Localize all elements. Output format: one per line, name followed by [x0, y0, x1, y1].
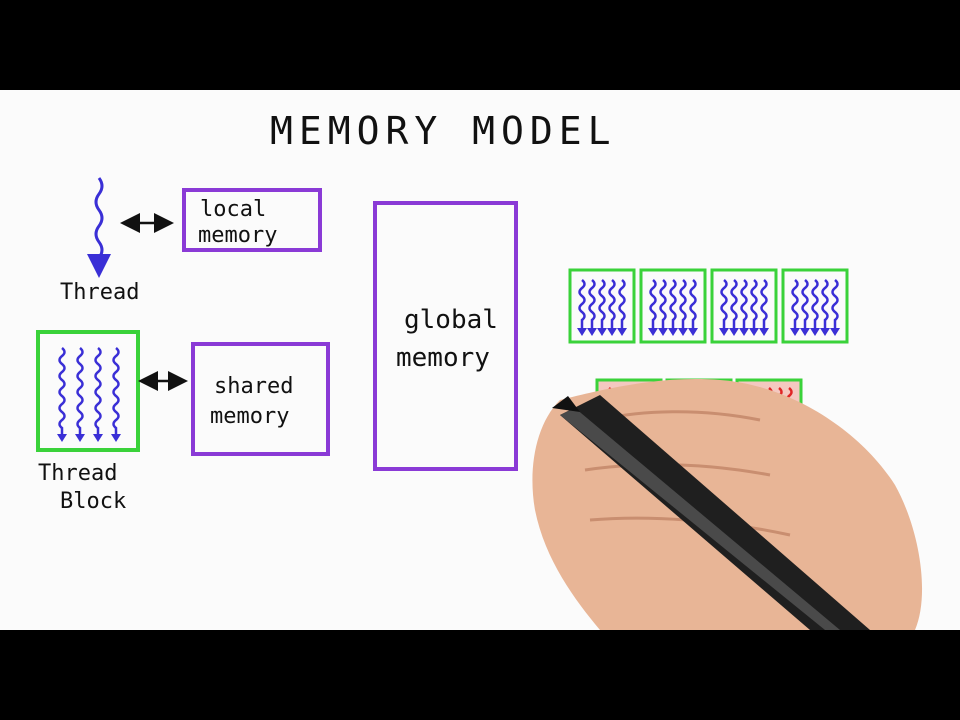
grid-thread-icon-head: [830, 328, 840, 336]
global-memory-line2: memory: [396, 343, 490, 373]
shared-memory-line2: memory: [210, 404, 289, 429]
grid-thread-icon: [821, 279, 829, 330]
grid-thread-icon-head: [658, 328, 668, 336]
block-thread-icon: [112, 347, 120, 436]
kernel-grid-blue: [568, 268, 849, 344]
diagram-canvas: MEMORY MODEL Thread local memory Thread …: [36, 109, 923, 630]
local-memory-box: [182, 188, 322, 252]
grid-thread-icon: [791, 279, 799, 330]
grid-thread-icon: [811, 279, 819, 330]
grid-thread-icon: [578, 279, 586, 330]
page-title: MEMORY MODEL: [270, 109, 617, 153]
grid-thread-icon: [750, 279, 758, 330]
hand-with-pen-image: [532, 379, 923, 630]
grid-thread-icon: [588, 279, 596, 330]
grid-thread-icon-head: [587, 328, 597, 336]
grid-thread-icon-head: [577, 328, 587, 336]
grid-block-blue: [781, 268, 849, 344]
grid-thread-icon-head: [678, 328, 688, 336]
grid-thread-icon-head: [617, 328, 627, 336]
block-thread-icon-head: [93, 434, 103, 442]
grid-thread-icon-head: [607, 328, 617, 336]
grid-block-blue: [568, 268, 636, 344]
grid-thread-icon: [598, 279, 606, 330]
grid-block-blue: [639, 268, 707, 344]
grid-thread-icon: [740, 279, 748, 330]
grid-thread-icon-head: [729, 328, 739, 336]
block-thread-icon-head: [75, 434, 85, 442]
grid-thread-icon: [730, 279, 738, 330]
grid-thread-icon-head: [790, 328, 800, 336]
grid-thread-icon: [760, 279, 768, 330]
grid-thread-icon: [720, 279, 728, 330]
block-thread-icon: [58, 347, 66, 436]
block-thread-icon-head: [111, 434, 121, 442]
grid-thread-icon: [618, 279, 626, 330]
thread-block-line2: Block: [60, 489, 126, 514]
grid-thread-icon-head: [597, 328, 607, 336]
grid-thread-icon-head: [749, 328, 759, 336]
thread-block-box: [36, 330, 140, 452]
grid-thread-icon-head: [739, 328, 749, 336]
grid-thread-icon: [831, 279, 839, 330]
grid-thread-icon: [679, 279, 687, 330]
grid-thread-icon-head: [759, 328, 769, 336]
grid-thread-icon: [801, 279, 809, 330]
grid-thread-icon-head: [648, 328, 658, 336]
global-memory-box: [373, 201, 518, 471]
grid-thread-icon: [608, 279, 616, 330]
shared-memory-box: [191, 342, 330, 456]
grid-thread-icon-head: [800, 328, 810, 336]
thread-icon: [87, 177, 111, 278]
grid-thread-icon: [669, 279, 677, 330]
shared-memory-line1: shared: [214, 374, 293, 399]
block-thread-icon: [94, 347, 102, 436]
grid-thread-icon-head: [810, 328, 820, 336]
grid-thread-icon-head: [820, 328, 830, 336]
thread-block-line1: Thread: [38, 461, 117, 486]
local-memory-line1: local: [200, 197, 266, 222]
thread-label: Thread: [60, 280, 139, 305]
block-thread-icon: [76, 347, 84, 436]
global-memory-line1: global: [404, 305, 498, 335]
grid-thread-icon-head: [668, 328, 678, 336]
grid-thread-icon: [689, 279, 697, 330]
grid-thread-icon-head: [719, 328, 729, 336]
local-memory-line2: memory: [198, 223, 277, 248]
whiteboard: MEMORY MODEL Thread local memory Thread …: [0, 90, 960, 630]
grid-thread-icon: [659, 279, 667, 330]
grid-thread-icon-head: [688, 328, 698, 336]
thread-block-threads: [57, 347, 121, 442]
block-thread-icon-head: [57, 434, 67, 442]
grid-block-blue: [710, 268, 778, 344]
grid-thread-icon: [649, 279, 657, 330]
